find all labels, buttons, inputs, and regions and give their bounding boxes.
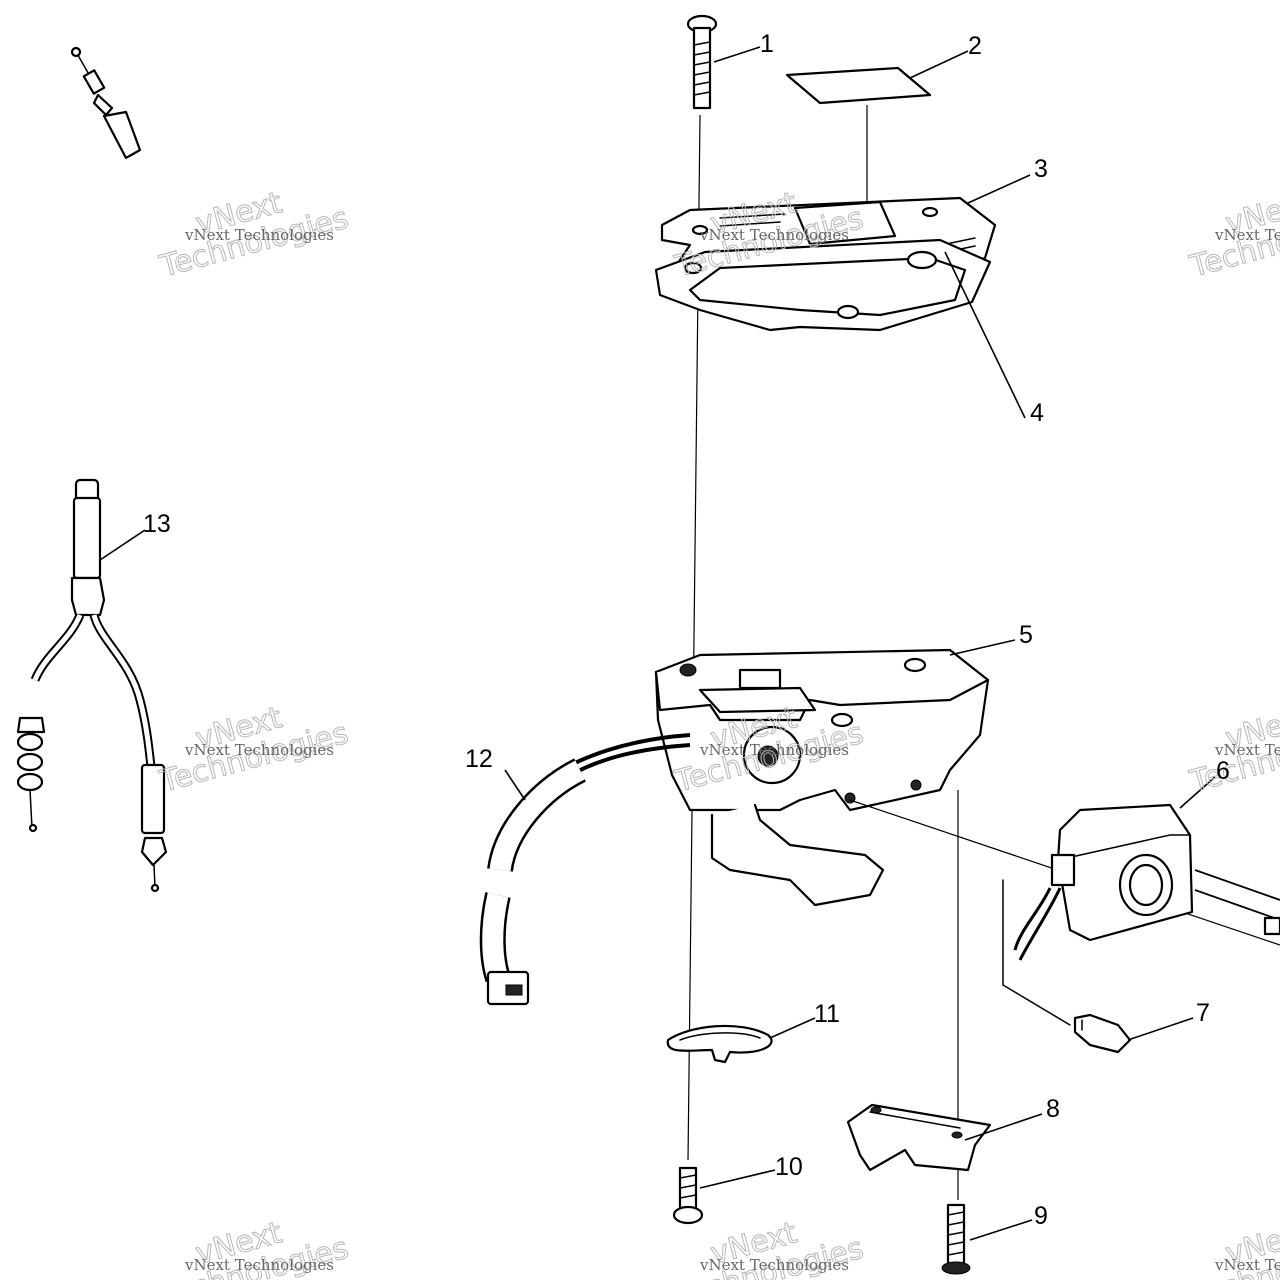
screw-part-10: [672, 1166, 704, 1225]
watermark: vNext Technologies vNext Technologies: [155, 185, 352, 285]
clamp-part-8: [846, 1103, 992, 1172]
svg-text:vNext Technologies: vNext Technologies: [699, 1256, 849, 1274]
callout-10: 10: [775, 1153, 803, 1181]
screw-part-1: [686, 14, 718, 110]
svg-text:vNext Technologies: vNext Technologies: [184, 226, 334, 244]
callout-labels: 1 2 3 4 5 6 7 8 9 10 11 12 13: [143, 30, 1230, 1230]
svg-text:vNext Technologies: vNext Technologies: [1214, 226, 1280, 244]
svg-text:vNext Technologies: vNext Technologies: [699, 226, 849, 244]
callout-9: 9: [1034, 1202, 1048, 1230]
watermark: vNext Technologies vNext Technologies: [1185, 700, 1280, 800]
callout-3: 3: [1034, 155, 1048, 183]
clip-part-11: [666, 1024, 773, 1064]
watermark: vNext Technologies vNext Technologies: [155, 1215, 352, 1280]
svg-text:vNext Technologies: vNext Technologies: [1214, 741, 1280, 759]
callout-1: 1: [760, 30, 774, 58]
callout-8: 8: [1046, 1095, 1060, 1123]
svg-text:vNext Technologies: vNext Technologies: [184, 741, 334, 759]
watermark: vNext Technologies vNext Technologies: [670, 1215, 867, 1280]
watermark: vNext Technologies vNext Technologies: [155, 700, 352, 800]
callout-11: 11: [814, 1000, 840, 1028]
switch-housing-part-5: [654, 648, 990, 907]
svg-text:vNext Technologies: vNext Technologies: [184, 1256, 334, 1274]
leader-lines: [99, 46, 1216, 1241]
callout-5: 5: [1019, 621, 1033, 649]
callout-4: 4: [1030, 399, 1044, 427]
watermark-layer: vNext Technologies vNext Technologies vN…: [155, 185, 1280, 1280]
callout-12: 12: [465, 745, 493, 773]
bulb-part-7: [1002, 879, 1132, 1054]
svg-text:vNext Technologies: vNext Technologies: [699, 741, 849, 759]
svg-text:vNext Technologies: vNext Technologies: [1214, 1256, 1280, 1274]
wire-harness-part-12: [479, 733, 691, 1006]
watermark: vNext Technologies vNext Technologies: [1185, 185, 1280, 285]
callout-13: 13: [143, 510, 171, 538]
switch-block-part-6: [849, 799, 1280, 961]
watermark: vNext Technologies vNext Technologies: [1185, 1215, 1280, 1280]
callout-7: 7: [1196, 999, 1210, 1027]
decal-part-2: [785, 66, 932, 105]
throttle-cable-part-13: [16, 46, 168, 893]
callout-6: 6: [1216, 757, 1230, 785]
screw-part-9: [941, 1203, 971, 1275]
gasket-part-4: [654, 238, 992, 332]
callout-2: 2: [968, 32, 982, 60]
